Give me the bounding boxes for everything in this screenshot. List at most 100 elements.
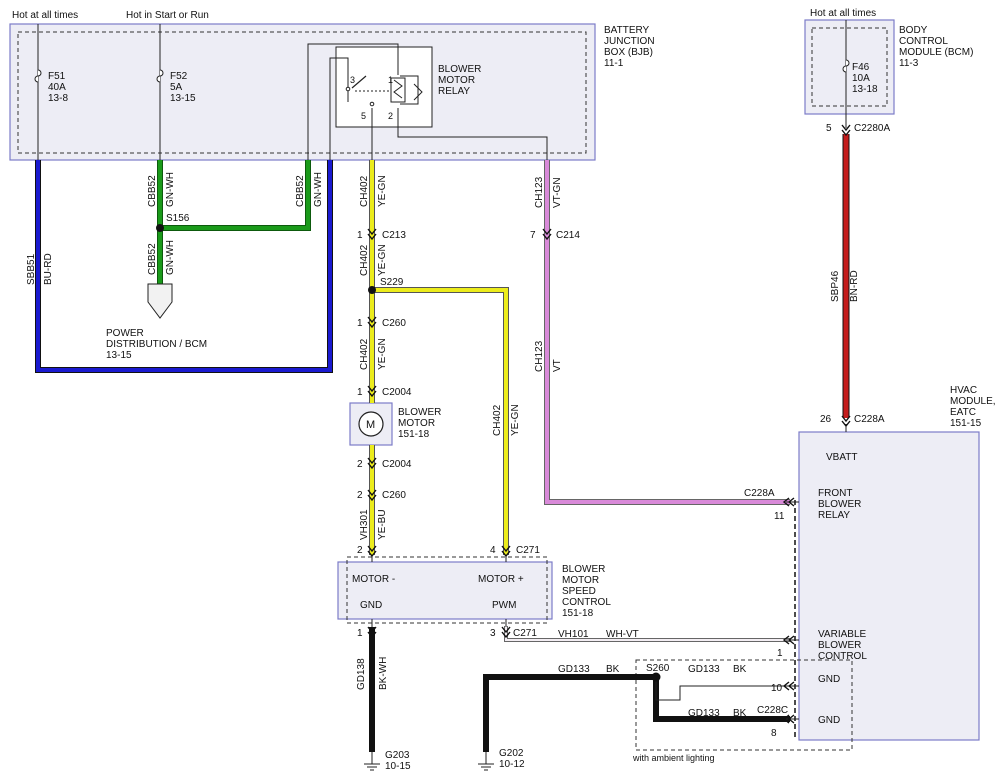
bcm-label-1: BODY — [899, 25, 928, 36]
ground-g203-ref: 10-15 — [385, 761, 411, 772]
fuse-f51-name: F51 — [48, 71, 66, 82]
c260-name: C260 — [382, 318, 406, 329]
relay-pin-3: 3 — [350, 75, 355, 85]
wire-cbb52-color: GN-WH — [313, 172, 324, 207]
c228a-name: C228A — [744, 488, 775, 499]
wire-ch123-circuit: CH123 — [534, 340, 545, 372]
wire-gd138-color: BK-WH — [378, 657, 389, 690]
c2004-pin: 1 — [357, 387, 363, 398]
c2280a-name: C2280A — [854, 123, 890, 134]
ground-g203-name: G203 — [385, 750, 410, 761]
speed-control-motor-plus: MOTOR + — [478, 574, 524, 585]
wire-cbb52-color: GN-WH — [165, 172, 176, 207]
c271-name: C271 — [513, 628, 537, 639]
ambient-lighting-note: with ambient lighting — [632, 753, 715, 763]
fuse-icon — [34, 69, 42, 83]
motor-icon — [358, 411, 384, 437]
hvac-module-box — [798, 431, 980, 741]
wire-vh301-color: YE-BU — [377, 509, 388, 540]
wire-cbb52 — [157, 160, 311, 284]
power-label-hot-always-bcm: Hot at all times — [810, 8, 876, 19]
c2280a-pin: 5 — [826, 123, 832, 134]
battery-junction-box — [9, 23, 596, 161]
wire-ch402-circuit: CH402 — [492, 404, 503, 436]
wire-ch402-circuit: CH402 — [359, 244, 370, 276]
pdc-ref: 13-15 — [106, 350, 132, 361]
relay-pin-2: 2 — [388, 111, 393, 121]
c228c-pin: 8 — [771, 728, 777, 739]
bcm-label-3: MODULE (BCM) — [899, 47, 973, 58]
bjb-label-3: BOX (BJB) — [604, 47, 653, 58]
c271-pin: 4 — [490, 545, 496, 556]
wire-vh301-circuit: VH301 — [359, 509, 370, 540]
wire-ch402-color: YE-GN — [510, 404, 521, 436]
wire-ch123 — [544, 160, 790, 505]
wire-sbb51-color: BU-RD — [43, 253, 54, 285]
speed-control-label-4: CONTROL — [562, 597, 611, 608]
c260-pin: 1 — [357, 318, 363, 329]
fuse-f51-ref: 13-8 — [48, 93, 68, 104]
hvac-label-3: EATC — [950, 407, 976, 418]
c214-pin: 7 — [530, 230, 536, 241]
fuse-f52-name: F52 — [170, 71, 188, 82]
wire-ch123-color: VT — [552, 359, 563, 372]
pdc-label-1: POWER — [106, 328, 144, 339]
splice-dot — [156, 224, 164, 232]
hvac-front-relay-2: BLOWER — [818, 499, 861, 510]
relay-pin-5: 5 — [361, 111, 366, 121]
hvac-vbc-3: CONTROL — [818, 651, 867, 662]
c271-pin: 1 — [357, 628, 363, 639]
wire-ch402-color: YE-GN — [377, 175, 388, 207]
hvac-gnd-2: GND — [818, 715, 840, 726]
wire-sbb51-circuit: SBB51 — [26, 253, 37, 285]
wire-gd133 — [483, 674, 790, 752]
c228a-pin: 1 — [777, 648, 783, 659]
splice-s260: S260 — [646, 663, 670, 674]
wire-ch402-color: YE-GN — [377, 244, 388, 276]
relay-label-1: BLOWER — [438, 64, 481, 75]
wire-ch123-circuit: CH123 — [534, 176, 545, 208]
blower-motor-label-1: BLOWER — [398, 407, 441, 418]
splice-s229: S229 — [380, 277, 404, 288]
hvac-gnd-1: GND — [818, 674, 840, 685]
wire-ch123-color: VT-GN — [552, 177, 563, 208]
wire-gd133-color: BK — [606, 664, 620, 675]
bjb-ref: 11-1 — [604, 58, 624, 69]
c2004-pin: 2 — [357, 459, 363, 470]
c271-pin: 2 — [357, 545, 363, 556]
hvac-label-2: MODULE, — [950, 396, 996, 407]
wire-gd133-color: BK — [733, 664, 747, 675]
c228a-name: C228A — [854, 414, 885, 425]
fuse-f52-rating: 5A — [170, 82, 183, 93]
splice-dot — [368, 286, 376, 294]
pdc-label-2: DISTRIBUTION / BCM — [106, 339, 207, 350]
wire-vh101 — [504, 626, 790, 642]
c271-pin: 3 — [490, 628, 496, 639]
wire-cbb52-circuit: CBB52 — [147, 175, 158, 207]
wire-sbp46-color: BN-RD — [849, 270, 860, 302]
wire-ch402-circuit: CH402 — [359, 338, 370, 370]
speed-control-ref: 151-18 — [562, 608, 594, 619]
fuse-icon — [156, 69, 164, 83]
c213-pin: 1 — [357, 230, 363, 241]
blower-motor-label-2: MOTOR — [398, 418, 435, 429]
wire-gd133-circuit: GD133 — [688, 664, 720, 675]
speed-control-label-2: MOTOR — [562, 575, 599, 586]
hvac-front-relay-1: FRONT — [818, 488, 852, 499]
bjb-label-1: BATTERY — [604, 25, 650, 36]
hvac-front-relay-3: RELAY — [818, 510, 850, 521]
bjb-inner-outline — [17, 31, 587, 154]
bjb-internal-lines — [37, 24, 548, 160]
hvac-vbatt: VBATT — [826, 452, 857, 463]
c2004-name: C2004 — [382, 387, 412, 398]
speed-control-pwm: PWM — [492, 600, 516, 611]
wire-ch402-circuit: CH402 — [359, 175, 370, 207]
c260-pin: 2 — [357, 490, 363, 501]
fuse-icon — [842, 59, 850, 73]
c214-name: C214 — [556, 230, 580, 241]
splice-s156: S156 — [166, 213, 190, 224]
relay-label-2: MOTOR — [438, 75, 475, 86]
bcm-ref: 11-3 — [899, 58, 919, 69]
splice-dot — [651, 672, 661, 682]
